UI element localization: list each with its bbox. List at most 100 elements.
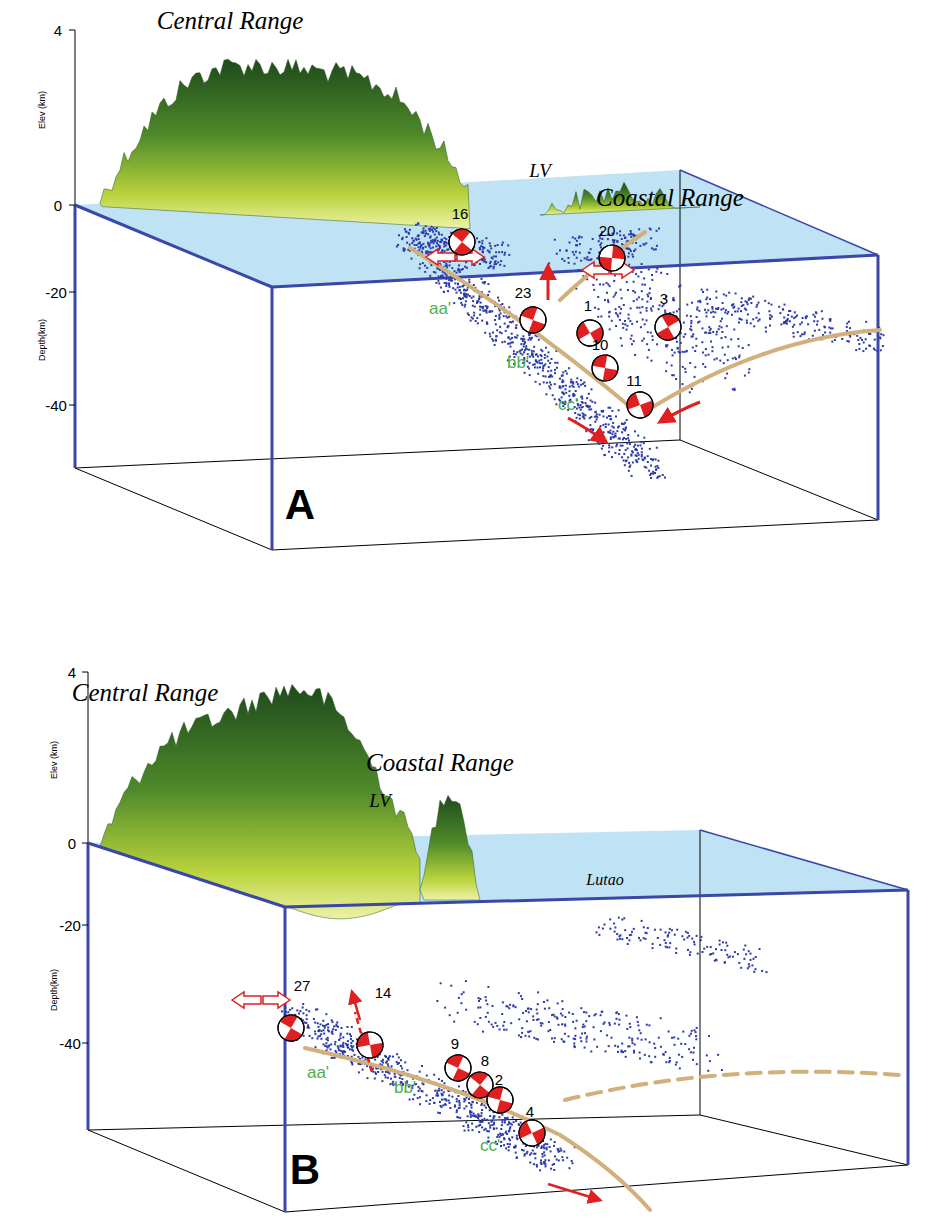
hypocenter	[708, 326, 710, 328]
hypocenter	[500, 1128, 502, 1130]
hypocenter	[443, 291, 445, 293]
hypocenter	[565, 392, 567, 394]
hypocenter	[552, 394, 554, 396]
hypocenter	[427, 233, 429, 235]
hypocenter	[742, 304, 744, 306]
hypocenter	[611, 446, 613, 448]
hypocenter	[458, 289, 460, 291]
hypocenter	[476, 317, 478, 319]
hypocenter	[694, 350, 696, 352]
hypocenter	[673, 299, 675, 301]
hypocenter	[610, 415, 612, 417]
hypocenter	[474, 306, 476, 308]
hypocenter	[821, 310, 823, 312]
hypocenter	[677, 347, 679, 349]
hypocenter	[533, 1153, 535, 1155]
hypocenter	[738, 322, 740, 324]
hypocenter	[639, 307, 641, 309]
hypocenter	[590, 408, 592, 410]
hypocenter	[432, 1097, 434, 1099]
hypocenter	[689, 391, 691, 393]
hypocenter	[612, 422, 614, 424]
hypocenter	[589, 406, 591, 408]
hypocenter	[498, 251, 500, 253]
hypocenter	[629, 466, 631, 468]
hypocenter	[616, 430, 618, 432]
hypocenter	[419, 263, 421, 265]
hypocenter	[630, 307, 632, 309]
hypocenter	[636, 321, 638, 323]
hypocenter	[722, 302, 724, 304]
hypocenter	[636, 299, 638, 301]
hypocenter	[508, 1130, 510, 1132]
hypocenter	[603, 454, 605, 456]
hypocenter	[565, 385, 567, 387]
hypocenter	[486, 307, 488, 309]
hypocenter	[647, 331, 649, 333]
hypocenter	[381, 1080, 383, 1082]
hypocenter	[529, 333, 531, 335]
hypocenter	[646, 307, 648, 309]
hypocenter	[497, 261, 499, 263]
hypocenter	[646, 310, 648, 312]
hypocenter	[576, 240, 578, 242]
hypocenter	[684, 351, 686, 353]
hypocenter	[723, 362, 725, 364]
beachball-outline	[623, 388, 656, 421]
hypocenter	[491, 1120, 493, 1122]
hypocenter	[637, 435, 639, 437]
hypocenter	[650, 465, 652, 467]
hypocenter	[783, 317, 785, 319]
hypocenter	[861, 339, 863, 341]
hypocenter	[549, 387, 551, 389]
hypocenter	[483, 1104, 485, 1106]
hypocenter	[481, 1112, 483, 1114]
hypocenter	[692, 333, 694, 335]
box-edges	[75, 30, 878, 550]
hypocenter	[456, 292, 458, 294]
hypocenter	[533, 350, 535, 352]
hypocenter	[557, 1148, 559, 1150]
hypocenter	[633, 446, 635, 448]
hypocenter	[641, 340, 643, 342]
hypocenter	[457, 268, 459, 270]
hypocenter	[641, 298, 643, 300]
hypocenter	[477, 322, 479, 324]
hypocenter	[625, 449, 627, 451]
hypocenter	[421, 251, 423, 253]
hypocenter	[625, 427, 627, 429]
beachball-circle	[598, 244, 626, 272]
hypocenter	[635, 242, 637, 244]
hypocenter	[641, 451, 643, 453]
hypocenter	[682, 383, 684, 385]
hypocenter	[443, 1082, 445, 1084]
hypocenter	[813, 320, 815, 322]
hypocenter	[665, 344, 667, 346]
hypocenter	[441, 239, 443, 241]
hypocenter	[824, 326, 826, 328]
hypocenter	[532, 353, 534, 355]
hypocenter	[621, 345, 623, 347]
hypocenter	[573, 386, 575, 388]
hypocenter	[535, 360, 537, 362]
hypocenter	[686, 350, 688, 352]
hypocenter	[585, 402, 587, 404]
hypocenter	[594, 411, 596, 413]
hypocenter	[508, 1146, 510, 1148]
hypocenter	[588, 439, 590, 441]
hypocenter	[589, 252, 591, 254]
hypocenter	[628, 470, 630, 472]
hypocenter	[785, 321, 787, 323]
hypocenter	[689, 362, 691, 364]
hypocenter	[694, 366, 696, 368]
hypocenter	[486, 306, 488, 308]
hypocenter	[367, 1077, 369, 1079]
beachball-circle	[590, 353, 620, 383]
hypocenter	[865, 338, 867, 340]
hypocenter	[782, 308, 784, 310]
hypocenter	[479, 297, 481, 299]
hypocenter	[594, 416, 596, 418]
hypocenter	[548, 262, 550, 264]
hypocenter	[635, 459, 637, 461]
